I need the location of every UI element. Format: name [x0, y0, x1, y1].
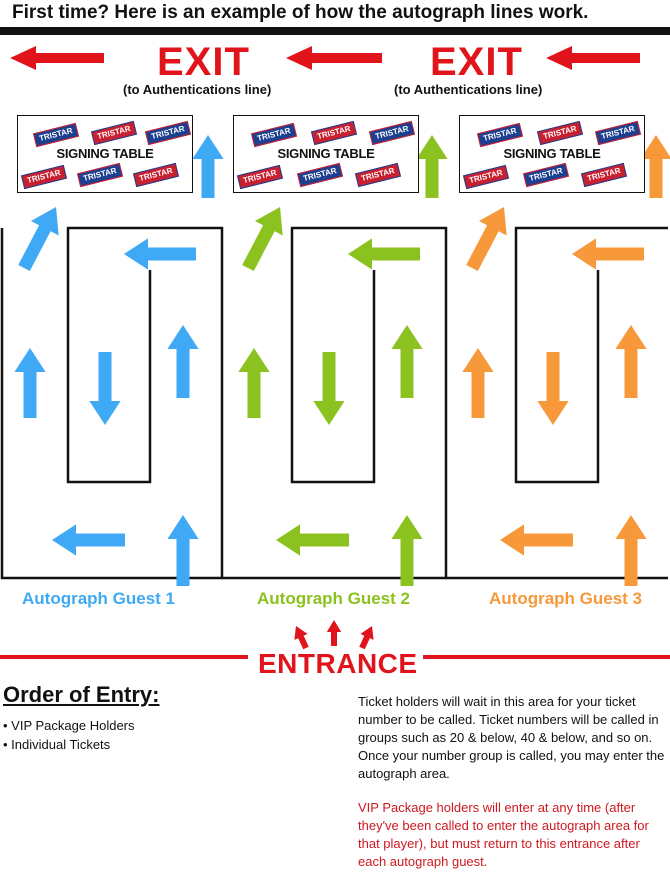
- order-item-vip: VIP Package Holders: [3, 716, 134, 735]
- guest-3-arrow-outer-up: [462, 348, 494, 418]
- entrance-arrow-center: [326, 620, 342, 646]
- guest-2-arrow-entry-up: [391, 515, 423, 586]
- order-of-entry-title: Order of Entry:: [3, 682, 160, 707]
- exit-sublabel-right: (to Authentications line): [394, 82, 543, 97]
- guest-2-arrow-outer-up: [238, 348, 270, 418]
- tristar-logo: TRISTAR: [296, 162, 344, 188]
- queue-wall-lane-3: [514, 226, 668, 484]
- guest-1-arrow-top-left: [124, 238, 196, 270]
- signing-table-3: TRISTAR TRISTAR TRISTAR SIGNING TABLE TR…: [459, 115, 645, 193]
- tristar-logo: TRISTAR: [144, 120, 192, 146]
- guest-2-arrow-bottom-left: [276, 524, 349, 556]
- entrance-arrow-left: [294, 626, 309, 650]
- guest-3-arrow-middle-up: [615, 325, 647, 398]
- tristar-logo: TRISTAR: [20, 164, 68, 190]
- signing-table-label: SIGNING TABLE: [277, 146, 375, 161]
- tristar-logo: TRISTAR: [354, 162, 402, 188]
- exit-label-right: EXIT: [430, 40, 523, 84]
- exit-arrow-left: [10, 46, 104, 70]
- tristar-logo: TRISTAR: [310, 120, 358, 146]
- guest-2-arrow-inner-down: [313, 352, 345, 425]
- direction-arrows: [10, 46, 670, 650]
- guest-3-arrow-top-left: [572, 238, 644, 270]
- guest-label-2: Autograph Guest 2: [257, 589, 411, 608]
- guest-1-arrow-middle-up: [167, 325, 199, 398]
- guest-1-arrow-entry-up: [167, 515, 199, 586]
- guest-1-arrow-exit-up: [192, 135, 224, 198]
- guest-3-arrow-inner-down: [537, 352, 569, 425]
- exit-arrow-middle: [286, 46, 382, 70]
- guest-2-arrow-middle-up: [391, 325, 423, 398]
- guest-3-arrow-bottom-left: [500, 524, 573, 556]
- queue-wall-lane-1: [0, 226, 224, 580]
- guest-2-arrow-diagonal-to-table: [242, 207, 283, 271]
- tristar-logo: TRISTAR: [536, 120, 584, 146]
- entrance-label: ENTRANCE: [258, 648, 418, 679]
- tristar-logo: TRISTAR: [476, 122, 524, 148]
- page-title: First time? Here is an example of how th…: [12, 2, 589, 23]
- signing-table-label: SIGNING TABLE: [56, 146, 154, 161]
- signing-table-label: SIGNING TABLE: [503, 146, 601, 161]
- tristar-logo: TRISTAR: [462, 164, 510, 190]
- guest-label-3: Autograph Guest 3: [489, 589, 643, 608]
- guest-3-arrow-entry-up: [615, 515, 647, 586]
- guest-1-arrow-bottom-left: [52, 524, 125, 556]
- tristar-logo: TRISTAR: [76, 162, 124, 188]
- tristar-logo: TRISTAR: [236, 164, 284, 190]
- tristar-logo: TRISTAR: [522, 162, 570, 188]
- guest-label-1: Autograph Guest 1: [22, 589, 176, 608]
- guest-2-arrow-top-left: [348, 238, 420, 270]
- tristar-logo: TRISTAR: [250, 122, 298, 148]
- signing-table-2: TRISTAR TRISTAR TRISTAR SIGNING TABLE TR…: [233, 115, 419, 193]
- tristar-logo: TRISTAR: [132, 162, 180, 188]
- guest-1-arrow-diagonal-to-table: [18, 207, 59, 271]
- tristar-logo: TRISTAR: [368, 120, 416, 146]
- entrance-line-left: [0, 655, 248, 659]
- tristar-logo: TRISTAR: [580, 162, 628, 188]
- order-item-individual: Individual Tickets: [3, 735, 135, 754]
- vip-info-note: VIP Package holders will enter at any ti…: [358, 800, 649, 869]
- guest-1-arrow-inner-down: [89, 352, 121, 425]
- exit-arrow-right: [546, 46, 640, 70]
- guest-2-arrow-exit-up: [416, 135, 448, 198]
- top-divider: [0, 27, 670, 35]
- waiting-info-text: Ticket holders will wait in this area fo…: [358, 694, 665, 781]
- signing-table-1: TRISTAR TRISTAR TRISTAR SIGNING TABLE TR…: [17, 115, 193, 193]
- exit-sublabel-left: (to Authentications line): [123, 82, 272, 97]
- tristar-logo: TRISTAR: [90, 120, 138, 146]
- guest-1-arrow-outer-up: [14, 348, 46, 418]
- entrance-line-right: [423, 655, 670, 659]
- tristar-logo: TRISTAR: [32, 122, 80, 148]
- order-of-entry-list: VIP Package Holders Individual Tickets: [3, 716, 135, 754]
- exit-label-left: EXIT: [157, 40, 250, 84]
- tristar-logo: TRISTAR: [594, 120, 642, 146]
- entrance-arrow-right: [359, 626, 374, 650]
- guest-3-arrow-exit-up: [640, 135, 670, 198]
- guest-3-arrow-diagonal-to-table: [466, 207, 507, 271]
